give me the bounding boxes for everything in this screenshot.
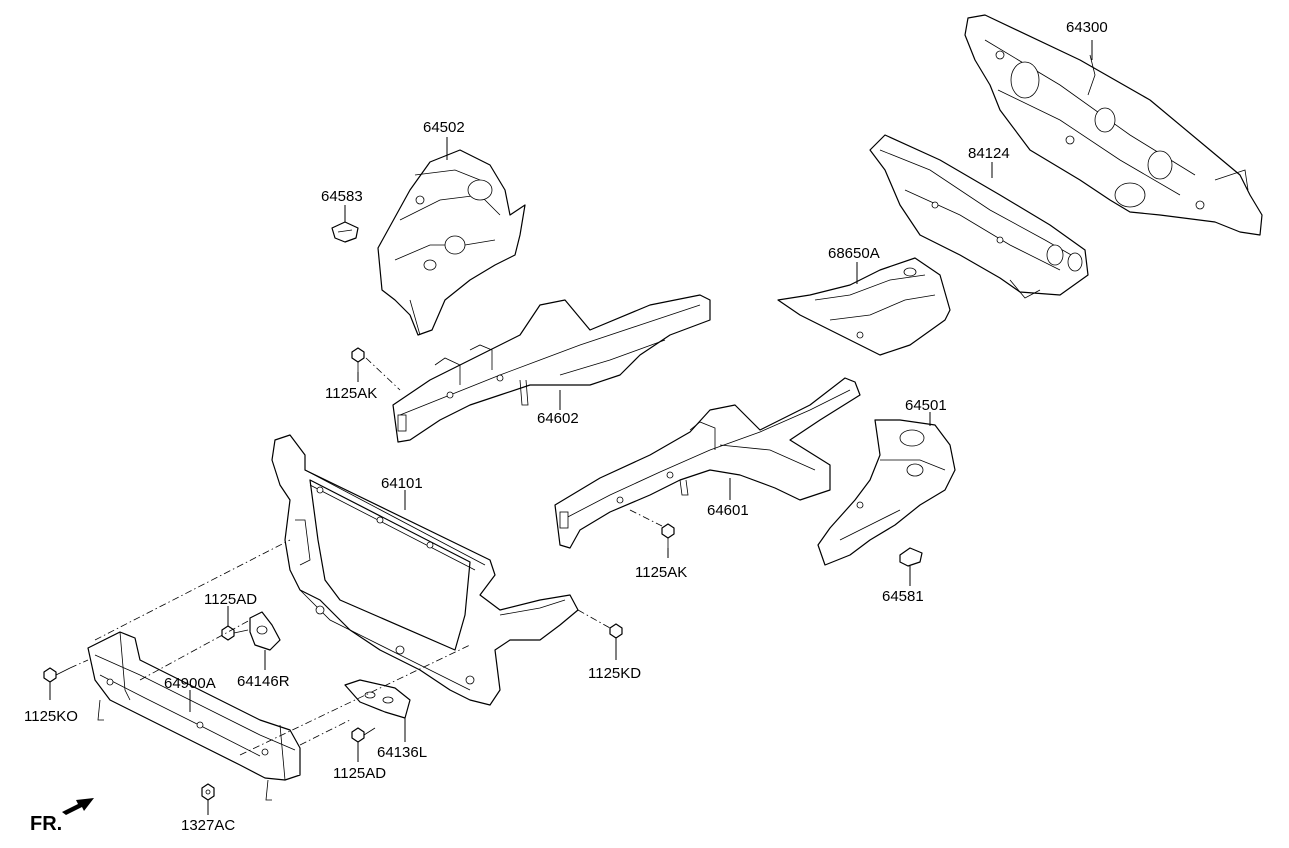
bolt-1125KO: [43, 667, 71, 683]
label-64502: 64502: [423, 119, 465, 136]
direction-label: FR.: [30, 813, 62, 835]
label-64581: 64581: [882, 588, 924, 605]
bolt-1125AK-right: [661, 523, 675, 548]
part-64501-fender-apron: [817, 419, 956, 566]
nut-1327AC: [201, 783, 215, 801]
label-1125AK-right: 1125AK: [635, 564, 687, 581]
part-64900A-bumper-beam: [87, 631, 301, 801]
label-64601: 64601: [707, 502, 749, 519]
assembly-lines: [69, 539, 471, 756]
label-1125AD-upper: 1125AD: [204, 591, 257, 608]
part-64602-side-member: [392, 294, 711, 443]
part-64300-dash-panel: [964, 14, 1263, 236]
label-64583: 64583: [321, 188, 363, 205]
label-64900A: 64900A: [164, 675, 216, 692]
label-84124: 84124: [968, 145, 1010, 162]
part-64136L-bracket: [344, 679, 411, 719]
bolt-1125KD: [609, 623, 623, 639]
label-68650A: 68650A: [828, 245, 880, 262]
part-68650A-heat-protector: [777, 257, 951, 356]
label-1125KO: 1125KO: [24, 708, 78, 725]
label-64602: 64602: [537, 410, 579, 427]
part-84124-cowl-panel: [869, 134, 1089, 299]
label-1125KD: 1125KD: [588, 665, 641, 682]
part-64502-fender-apron: [377, 149, 526, 336]
label-64501: 64501: [905, 397, 947, 414]
label-1327AC: 1327AC: [181, 817, 235, 834]
front-arrow-icon: [62, 798, 94, 815]
label-64146R: 64146R: [237, 673, 290, 690]
part-64601-side-member: [554, 377, 861, 549]
bolt-1125AD-lower: [351, 727, 376, 743]
label-64136L: 64136L: [377, 744, 427, 761]
label-1125AD-lower: 1125AD: [333, 765, 386, 782]
part-64581-bracket: [899, 547, 923, 567]
part-64101-carrier: [271, 434, 579, 706]
part-64146R-bracket: [249, 611, 281, 651]
front-direction-indicator: FR.: [30, 798, 94, 835]
label-1125AK-left: 1125AK: [325, 385, 377, 402]
bolt-1125AK-left: [351, 347, 365, 372]
part-64583-bracket: [331, 221, 359, 243]
label-64101: 64101: [381, 475, 423, 492]
label-64300: 64300: [1066, 19, 1108, 36]
